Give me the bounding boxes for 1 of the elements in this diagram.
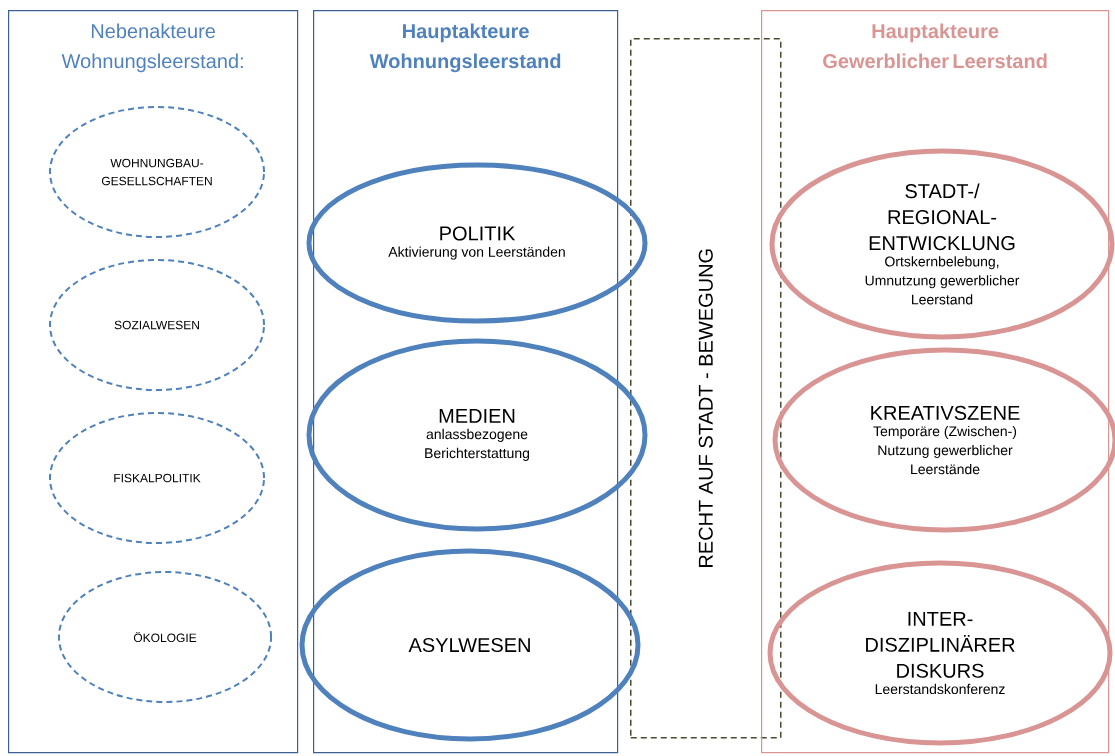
- dashed-band: RECHT AUF STADT - BEWEGUNG: [630, 38, 782, 739]
